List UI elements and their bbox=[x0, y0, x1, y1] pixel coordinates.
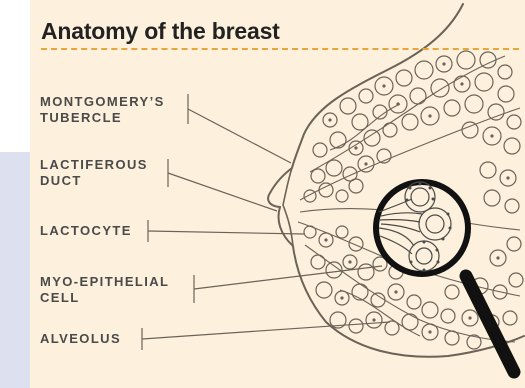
label-line: MONTGOMERY’S bbox=[40, 94, 165, 110]
label-lactocyte: LACTOCYTE bbox=[40, 223, 132, 239]
label-alveolus: ALVEOLUS bbox=[40, 331, 121, 347]
diagram-title: Anatomy of the breast bbox=[41, 18, 280, 45]
magnifying-glass-icon bbox=[376, 182, 514, 372]
label-line: CELL bbox=[40, 290, 169, 306]
label-lactiferous-duct: LACTIFEROUS DUCT bbox=[40, 157, 148, 189]
label-line: DUCT bbox=[40, 173, 148, 189]
dashed-divider bbox=[41, 48, 519, 50]
label-montgomerys-tubercle: MONTGOMERY’S TUBERCLE bbox=[40, 94, 165, 126]
label-line: TUBERCLE bbox=[40, 110, 165, 126]
label-line: ALVEOLUS bbox=[40, 331, 121, 347]
label-line: LACTIFEROUS bbox=[40, 157, 148, 173]
label-line: LACTOCYTE bbox=[40, 223, 132, 239]
label-myo-epithelial-cell: MYO-EPITHELIAL CELL bbox=[40, 274, 169, 306]
breast-outline-upper bbox=[268, 4, 463, 207]
label-line: MYO-EPITHELIAL bbox=[40, 274, 169, 290]
leader-lines bbox=[142, 94, 390, 350]
